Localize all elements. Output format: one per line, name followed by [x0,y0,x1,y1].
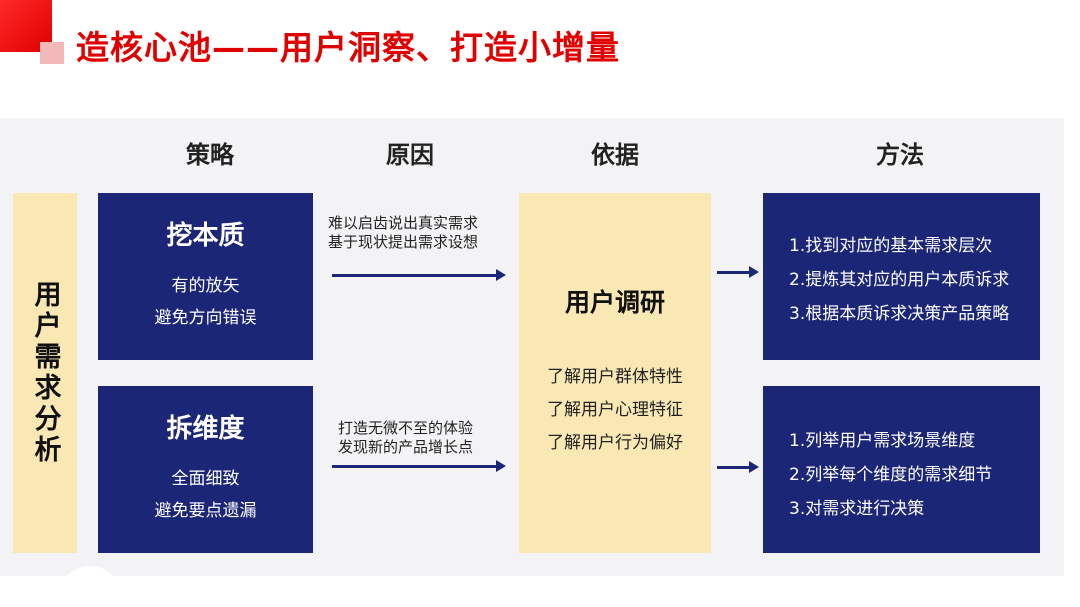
basis-title: 用户调研 [564,288,665,317]
strategy-line: 避免要点遗漏 [154,501,257,521]
arrow-right-icon [717,266,759,278]
strategy-line: 避免方向错误 [154,308,257,328]
strategy-box-essence: 挖本质 有的放矢 避免方向错误 [98,193,313,360]
reason-line: 难以启齿说出真实需求 [328,214,479,232]
strategy-title: 挖本质 [166,221,245,251]
reason-text-2: 打造无微不至的体验 发现新的产品增长点 [338,419,473,457]
header-method: 方法 [876,141,924,169]
arrow-right-icon [717,461,759,473]
method-box-dimension: 1.列举用户需求场景维度 2.列举每个维度的需求细节 3.对需求进行决策 [763,386,1040,553]
method-item: 1.列举用户需求场景维度 [789,431,976,451]
method-item: 3.根据本质诉求决策产品策略 [789,304,1010,324]
reason-line: 发现新的产品增长点 [338,438,474,456]
header-basis: 依据 [591,141,639,169]
method-item: 2.提炼其对应的用户本质诉求 [789,270,1010,290]
category-bar: 用户需求分析 [13,193,77,553]
method-item: 3.对需求进行决策 [789,499,925,519]
strategy-box-dimension: 拆维度 全面细致 避免要点遗漏 [98,386,313,553]
strategy-line: 有的放矢 [171,276,240,296]
corner-decoration-shadow [40,42,64,64]
arrow-right-icon [332,269,506,281]
basis-list: 了解用户群体特性 了解用户心理特征 了解用户行为偏好 [547,361,683,460]
header-reason: 原因 [386,141,434,169]
method-item: 2.列举每个维度的需求细节 [789,465,993,485]
header-strategy: 策略 [186,141,234,169]
method-item: 1.找到对应的基本需求层次 [789,236,993,256]
strategy-title: 拆维度 [166,414,245,444]
basis-item: 了解用户行为偏好 [547,433,683,453]
arrow-right-icon [332,460,506,472]
basis-item: 了解用户群体特性 [547,367,683,387]
slide-title: 造核心池——用户洞察、打造小增量 [76,28,620,67]
reason-line: 基于现状提出需求设想 [328,233,479,251]
method-box-essence: 1.找到对应的基本需求层次 2.提炼其对应的用户本质诉求 3.根据本质诉求决策产… [763,193,1040,360]
strategy-line: 全面细致 [171,469,240,489]
basis-box: 用户调研 了解用户群体特性 了解用户心理特征 了解用户行为偏好 [519,193,711,553]
reason-line: 打造无微不至的体验 [338,419,474,437]
category-label: 用户需求分析 [29,280,61,466]
basis-item: 了解用户心理特征 [547,400,683,420]
reason-text-1: 难以启齿说出真实需求 基于现状提出需求设想 [328,214,478,252]
